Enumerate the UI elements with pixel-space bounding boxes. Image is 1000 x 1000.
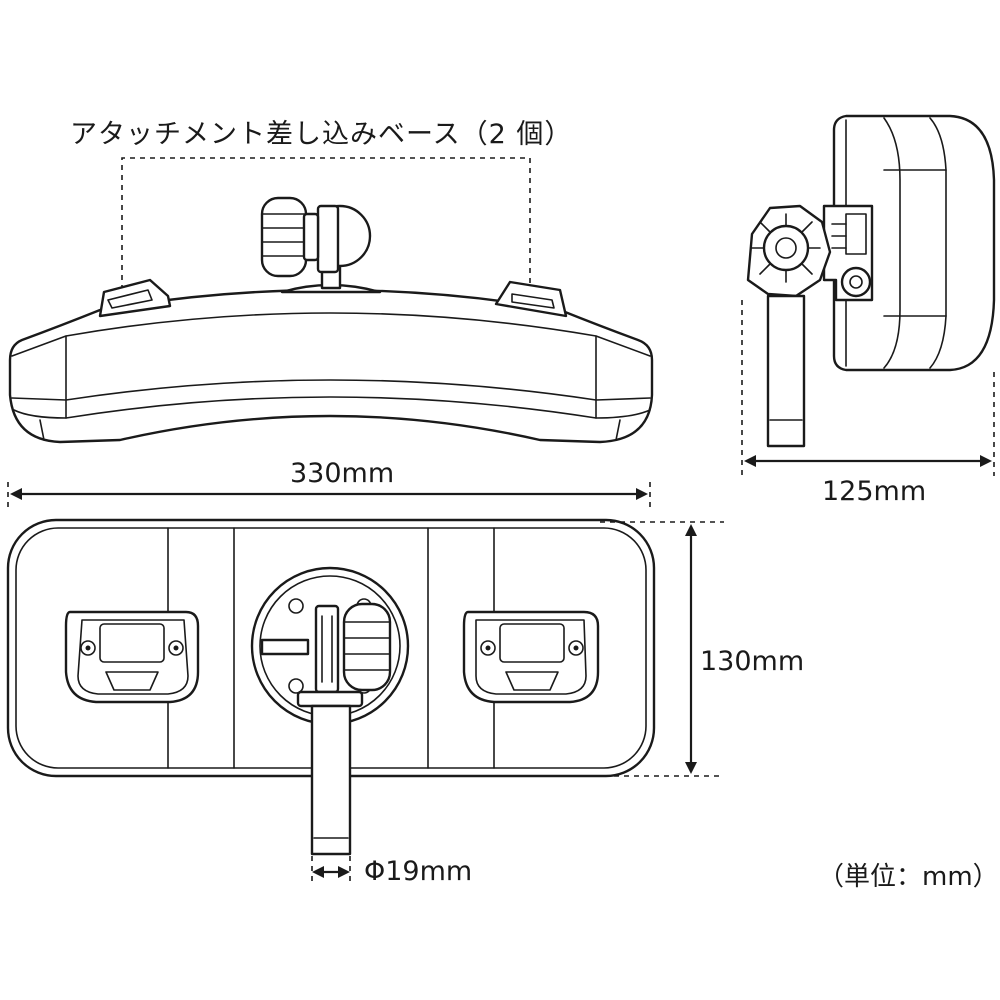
side-bracket-plate xyxy=(845,213,867,255)
width-arrow-left xyxy=(10,488,22,500)
front-body-band-bottom xyxy=(11,379,651,401)
height-label: 130mm xyxy=(700,646,805,677)
height-arrow-top xyxy=(685,524,697,536)
width-arrow-right xyxy=(636,488,648,500)
side-shell-contour-middle xyxy=(929,117,947,369)
side-ball-clamp-spokes xyxy=(751,213,821,283)
front-body-outline xyxy=(8,288,654,444)
diameter-arrow-left xyxy=(312,866,324,878)
front-body-skirt xyxy=(13,396,651,419)
side-bracket-knob-center xyxy=(849,275,863,289)
depth-label: 125mm xyxy=(822,476,927,507)
side-shell-outline xyxy=(832,114,996,372)
top-attachment-base-right xyxy=(462,610,600,704)
side-bracket-knob xyxy=(840,266,872,298)
attachment-base-label: アタッチメント差し込みベース（2 個） xyxy=(70,119,573,150)
height-arrow-bottom xyxy=(685,762,697,774)
depth-arrow-right xyxy=(980,455,992,467)
side-ball-clamp-center xyxy=(775,237,797,259)
top-mount-label-plate xyxy=(260,638,310,656)
top-mount-clamp xyxy=(314,604,340,694)
front-bevel-left xyxy=(39,419,45,441)
attachment-base-left-slot xyxy=(107,289,153,309)
side-shell-contour-inner xyxy=(883,117,901,369)
width-dimension xyxy=(7,482,651,512)
top-mount-knob xyxy=(342,602,392,692)
diameter-label: Φ19mm xyxy=(364,856,473,887)
top-attachment-base-left xyxy=(64,610,200,704)
front-view xyxy=(8,157,654,444)
top-mount-pole-collar xyxy=(296,690,364,708)
top-center-mount xyxy=(250,566,410,726)
side-pole xyxy=(766,294,806,448)
attachment-base-right-slot xyxy=(511,293,555,309)
attachment-base-left xyxy=(98,278,172,318)
front-body-band-top xyxy=(11,312,651,357)
side-ball-clamp-hub xyxy=(762,224,810,272)
front-clamp-plate xyxy=(316,204,340,274)
front-knob xyxy=(260,196,320,278)
side-view xyxy=(741,114,996,476)
depth-arrow-left xyxy=(744,455,756,467)
attachment-base-right xyxy=(494,280,568,318)
width-label: 330mm xyxy=(290,458,395,489)
diameter-arrow-right xyxy=(338,866,350,878)
top-pole xyxy=(310,704,352,856)
top-view xyxy=(6,518,724,886)
unit-note: （単位：mm） xyxy=(818,862,999,892)
front-bevel-right xyxy=(615,419,621,441)
